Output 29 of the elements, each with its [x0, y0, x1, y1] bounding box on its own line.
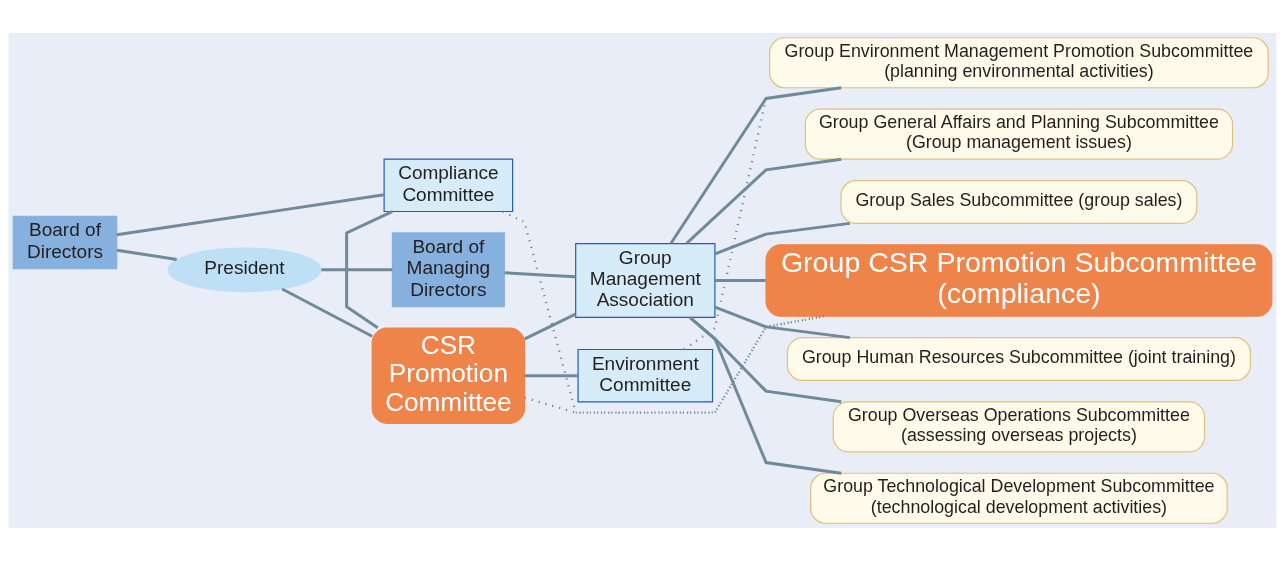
connector: [715, 279, 766, 282]
connector: [669, 86, 842, 245]
connector: [345, 210, 393, 329]
connector: [524, 315, 825, 414]
connector: [714, 221, 851, 256]
node-box: Environment Committee: [577, 348, 714, 403]
node-box: Group Environment Management Promotion Subcommittee (planning environmental activities): [769, 37, 1269, 89]
node-box: Group Sales Subcommittee (group sales): [840, 179, 1198, 224]
node-box: Group CSR Promotion Subcommittee (compliance): [765, 244, 1273, 317]
node-box: Board of Managing Directors: [391, 232, 505, 308]
connector: [688, 316, 842, 475]
node-box: Group Management Association: [575, 243, 716, 318]
node-box: Board of Directors: [12, 215, 118, 270]
connector: [504, 271, 576, 279]
connector: [685, 157, 842, 245]
node-ellipse: President: [167, 247, 322, 293]
connector: [524, 312, 577, 341]
node-box: Group Human Resources Subcommittee (joint training): [786, 337, 1251, 382]
connector: [116, 248, 177, 261]
connector: [502, 210, 825, 414]
node-box: Group Technological Development Subcommittee (technological development activities): [810, 472, 1228, 524]
node-box: Group General Affairs and Planning Subcommittee (Group management issues): [804, 108, 1234, 160]
connector: [321, 268, 393, 272]
node-box: CSR Promotion Committee: [371, 327, 526, 424]
node-box: Compliance Committee: [383, 158, 514, 213]
connector: [524, 374, 578, 378]
connector: [116, 193, 385, 237]
connector: [281, 287, 373, 338]
node-box: Group Overseas Operations Subcommittee (assessing overseas projects): [832, 401, 1206, 453]
